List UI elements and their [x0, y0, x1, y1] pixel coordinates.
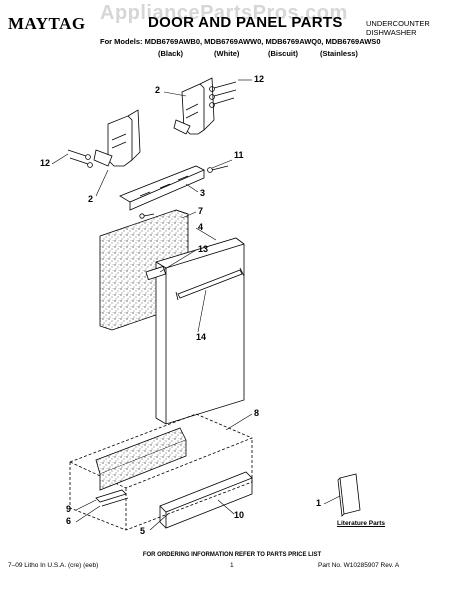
ordering-notice: FOR ORDERING INFORMATION REFER TO PARTS … [142, 552, 322, 558]
literature-booklet [337, 473, 361, 517]
callout-8: 8 [254, 408, 260, 418]
callout-12-top: 12 [254, 74, 265, 84]
print-info: 7–09 Litho In U.S.A. (cre) (eeb) [8, 562, 99, 569]
callout-3: 3 [200, 188, 206, 198]
category-label: UNDERCOUNTER DISHWASHER [366, 19, 430, 37]
callout-6: 6 [66, 516, 72, 526]
toe-panel-insulation [95, 427, 187, 491]
callout-5: 5 [140, 526, 146, 536]
callout-14: 14 [196, 332, 207, 342]
literature-parts-label: Literature Parts [337, 520, 386, 527]
callout-10: 10 [234, 510, 245, 520]
screw-12-left [67, 149, 93, 168]
callout-2-left: 2 [88, 194, 94, 204]
variant-biscuit: (Biscuit) [268, 49, 298, 58]
callout-4: 4 [198, 222, 204, 232]
callout-12-left: 12 [40, 158, 51, 168]
category-line-2: DISHWASHER [366, 28, 417, 37]
hinge-bracket-left [93, 109, 141, 167]
page-number: 1 [230, 562, 234, 569]
callout-1: 1 [316, 498, 322, 508]
door-hinge-rail [119, 165, 229, 211]
part-number: Part No. W10285907 Rev. A [318, 562, 400, 569]
watermark: AppliancePartsPros.com [100, 2, 348, 24]
trim-strip [95, 489, 129, 507]
screw-2-small [139, 213, 155, 219]
kick-plate [159, 471, 253, 529]
category-line-1: UNDERCOUNTER [366, 19, 430, 28]
callout-13: 13 [198, 244, 209, 254]
page-title: DOOR AND PANEL PARTS [148, 14, 343, 31]
model-list: For Models: MDB6769AWB0, MDB6769AWW0, MD… [100, 37, 381, 46]
variant-white: (White) [214, 49, 240, 58]
screw-12-top [209, 81, 237, 108]
variant-stainless: (Stainless) [320, 49, 358, 58]
callout-7: 7 [198, 206, 204, 216]
brand-logo: MAYTAG [8, 14, 86, 33]
variant-black: (Black) [158, 49, 184, 58]
leader-lines [51, 79, 341, 531]
toe-panel-outline [68, 413, 254, 531]
callout-9: 9 [66, 504, 72, 514]
hinge-bracket-right [173, 77, 215, 135]
outer-door-panel [145, 237, 245, 425]
door-handle [175, 267, 245, 301]
callout-2-top: 2 [155, 85, 161, 95]
callout-11: 11 [234, 150, 244, 160]
